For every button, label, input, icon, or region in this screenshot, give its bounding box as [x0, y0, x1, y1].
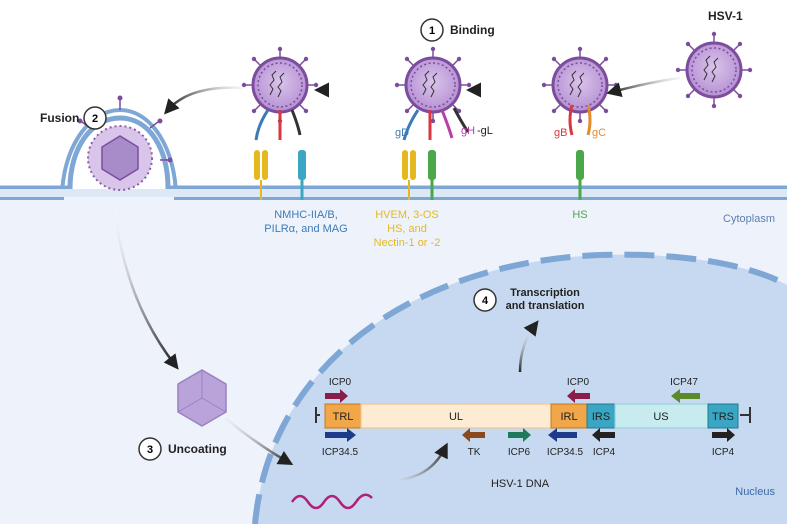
label-gL: -gL [477, 125, 493, 137]
nucleus [255, 254, 787, 524]
arrow-to-nucleus [224, 417, 294, 465]
step-badge-1: 1 [420, 18, 444, 42]
label-trs: TRS [712, 411, 734, 423]
step-badge-3: 3 [138, 437, 162, 461]
step-label-binding: Binding [450, 23, 495, 37]
label-tk: TK [468, 447, 481, 458]
arrow-to-genome [394, 442, 448, 482]
membrane-core [0, 189, 787, 197]
label-icp47: ICP47 [670, 377, 698, 388]
label-nucleus: Nucleus [735, 486, 775, 498]
step-label-fusion: Fusion [40, 111, 79, 125]
label-icp0-left: ICP0 [329, 377, 352, 388]
segment-ul [360, 403, 552, 429]
segment-trl [324, 403, 362, 429]
label-gH: gH [461, 125, 475, 137]
label-hsv1-dna: HSV-1 DNA [491, 478, 550, 490]
step-label-transcription-2: and translation [506, 300, 585, 312]
label-us: US [653, 411, 668, 423]
step-number-1: 1 [429, 25, 435, 37]
label-irs: IRS [592, 411, 610, 423]
capsid-icon [101, 135, 139, 181]
segment-trs [707, 403, 739, 429]
label-icp4-mid: ICP4 [593, 447, 616, 458]
arrow-approach [606, 76, 681, 97]
gene-arrows [325, 389, 735, 442]
gene-arrow-icp0-right [567, 389, 590, 403]
receptor-hvem [402, 150, 436, 200]
genome-map [315, 403, 751, 429]
step-label-transcription-1: Transcription [510, 287, 580, 299]
gene-arrow-icp0-left [325, 389, 348, 403]
segment-us [614, 403, 709, 429]
label-gD: gD [395, 127, 409, 139]
segment-irs [586, 403, 616, 429]
receptor-hs [576, 150, 584, 200]
plasma-membrane-outer [0, 115, 787, 191]
label-hvem-2: HS, and [387, 223, 427, 235]
gene-arrow-icp47 [671, 389, 700, 403]
virion-free [674, 30, 754, 110]
step-number-2: 2 [92, 113, 98, 125]
gene-arrow-tk [462, 428, 485, 442]
label-ul: UL [449, 411, 463, 423]
arrow-transcription [518, 320, 539, 373]
capsid-facets [177, 370, 227, 413]
gene-arrow-icp4-right [712, 428, 735, 442]
arrow-to-uncoating [113, 209, 179, 370]
label-icp34-5-right: ICP34.5 [547, 447, 584, 458]
virion-hs [540, 45, 620, 125]
label-gB: gB [554, 127, 567, 139]
gene-arrow-icp34-5-right [548, 428, 577, 442]
gene-arrow-icp34-5-left [325, 428, 356, 442]
step-badge-4: 4 [473, 288, 497, 312]
label-icp34-5-left: ICP34.5 [322, 447, 359, 458]
gene-arrow-icp6 [508, 428, 531, 442]
gene-arrow-icp4-mid [592, 428, 615, 442]
receptor-nmhc [254, 150, 306, 200]
glycoprotein-stalks [254, 104, 592, 141]
step-label-uncoating: Uncoating [168, 442, 227, 456]
segment-irl [550, 403, 588, 429]
label-nmhc-2: PILRα, and MAG [264, 223, 347, 235]
label-cytoplasm: Cytoplasm [723, 213, 775, 225]
label-icp0-right: ICP0 [567, 377, 590, 388]
arrow-fusion [164, 86, 244, 115]
virus-label: HSV-1 [708, 9, 743, 23]
step-number-4: 4 [482, 295, 489, 307]
step-number-3: 3 [147, 444, 153, 456]
label-trl: TRL [333, 411, 354, 423]
label-nmhc-1: NMHC-IIA/B, [274, 209, 338, 221]
label-irl: IRL [560, 411, 577, 423]
label-icp4-right: ICP4 [712, 447, 735, 458]
step-badge-2: 2 [83, 106, 107, 130]
viral-dna-icon [290, 493, 373, 510]
virion-hvem [393, 45, 473, 125]
label-hvem-1: HVEM, 3-OS [375, 209, 439, 221]
label-gC: gC [592, 127, 606, 139]
nuclear-envelope [252, 251, 787, 524]
label-icp6: ICP6 [508, 447, 531, 458]
label-hs: HS [572, 209, 587, 221]
label-hvem-3: Nectin-1 or -2 [374, 237, 441, 249]
